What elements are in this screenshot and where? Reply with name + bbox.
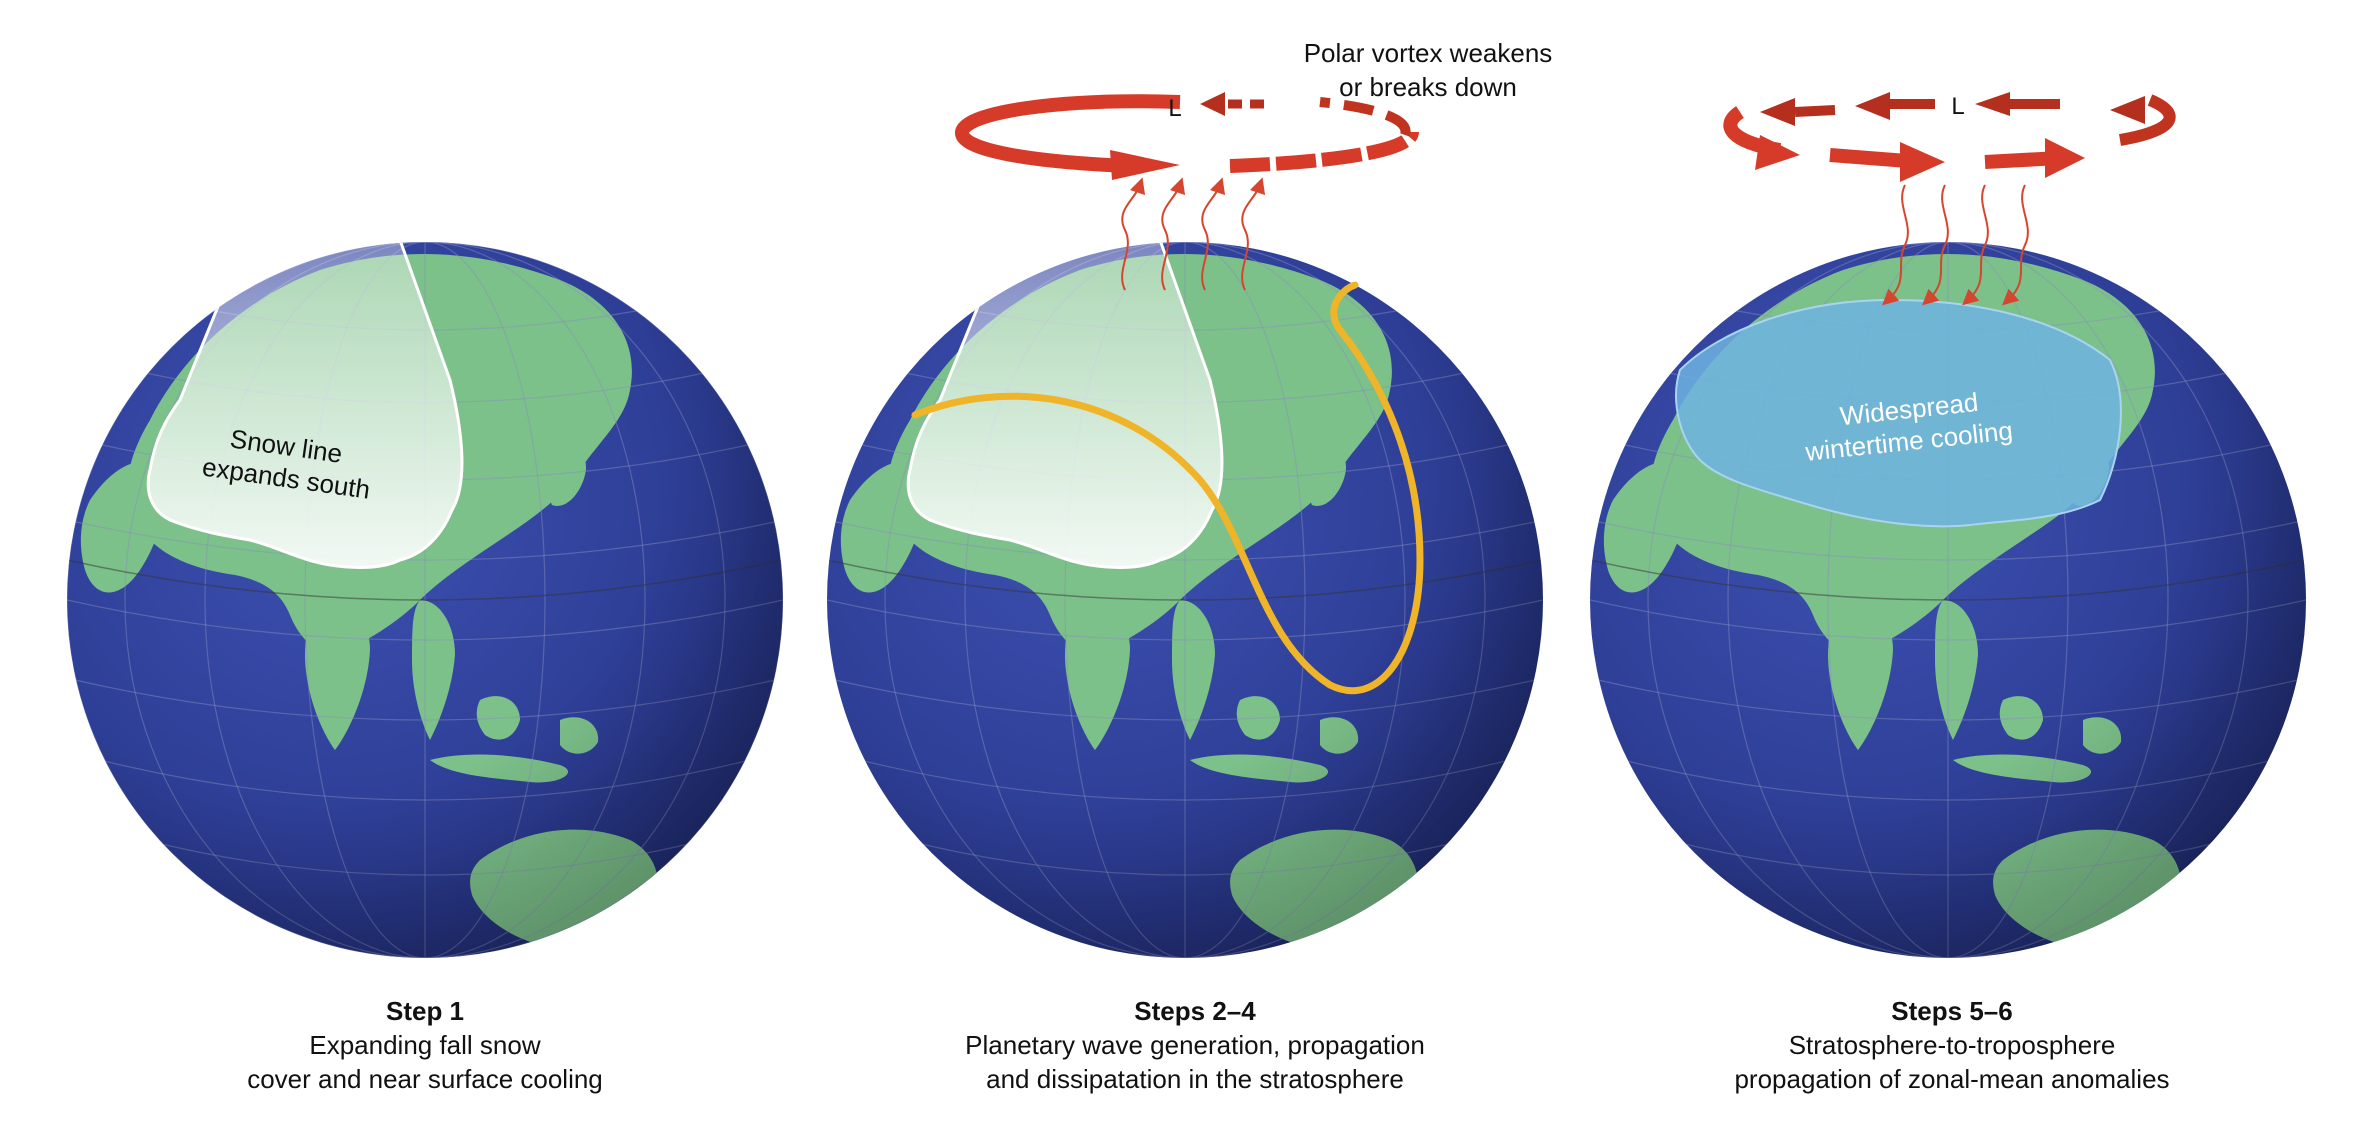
upward-wave-arrows: [1121, 177, 1266, 291]
polar-vortex-weakened: [955, 92, 1419, 180]
caption-step-1-title: Step 1: [385, 996, 465, 1026]
caption-steps-5-6-title: Steps 5–6: [1891, 996, 2013, 1026]
polar-vortex-strong: [1723, 92, 2176, 182]
caption-steps-2-4-line-2: and dissipatation in the stratosphere: [986, 1064, 1404, 1094]
polar-vortex-annotation: Polar vortex weakens or breaks down: [1228, 36, 1628, 104]
polar-vortex-annotation-line-2: or breaks down: [1339, 72, 1517, 102]
vortex-low-label-3: L: [1951, 93, 1964, 120]
caption-steps-5-6-line-2: propagation of zonal-mean anomalies: [1734, 1064, 2170, 1094]
caption-steps-5-6: Steps 5–6 Stratosphere-to-troposphere pr…: [1602, 994, 2302, 1096]
caption-steps-2-4-line-1: Planetary wave generation, propagation: [965, 1030, 1425, 1060]
caption-steps-2-4: Steps 2–4 Planetary wave generation, pro…: [845, 994, 1545, 1096]
caption-step-1-line-2: cover and near surface cooling: [247, 1064, 603, 1094]
polar-vortex-annotation-line-1: Polar vortex weakens: [1303, 38, 1553, 68]
snow-cover-region: [146, 242, 464, 569]
downward-wave-arrows: [1882, 184, 2029, 306]
caption-steps-2-4-title: Steps 2–4: [1134, 996, 1256, 1026]
caption-step-1: Step 1 Expanding fall snow cover and nea…: [75, 994, 775, 1096]
caption-steps-5-6-line-1: Stratosphere-to-troposphere: [1788, 1030, 2116, 1060]
caption-step-1-line-1: Expanding fall snow: [309, 1030, 541, 1060]
planetary-wave-path: [911, 281, 1424, 695]
vortex-low-label-2: L: [1168, 95, 1181, 122]
